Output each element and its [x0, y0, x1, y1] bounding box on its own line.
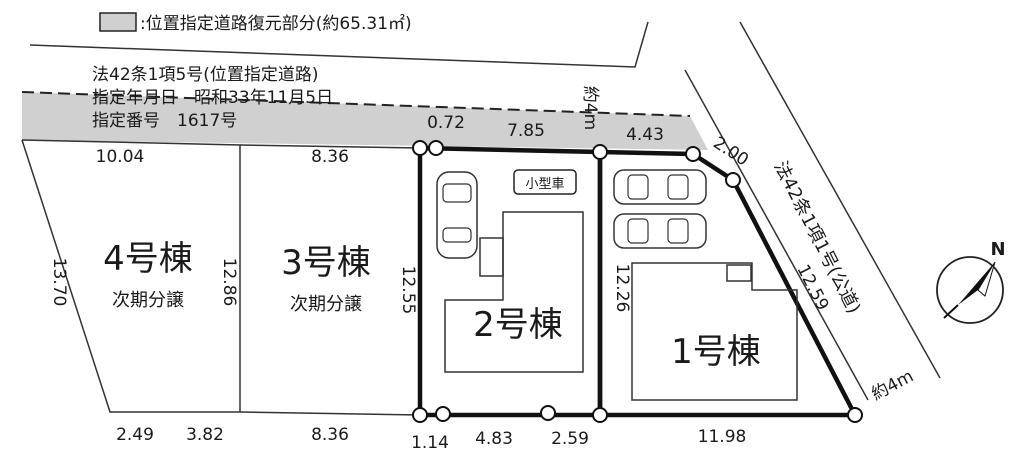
marker — [435, 406, 451, 422]
marker — [725, 172, 741, 188]
dim-top-785: 7.85 — [507, 121, 545, 141]
lot1-building-bay — [726, 264, 752, 282]
public-road-line-left — [684, 69, 869, 401]
boundary-markers — [412, 140, 863, 423]
legend-swatch — [99, 12, 137, 32]
marker — [685, 146, 701, 162]
dim-top-443: 4.43 — [626, 125, 664, 145]
road-width-bottom: 約4m — [868, 366, 917, 404]
north-compass-icon: N — [936, 239, 1006, 324]
marker — [540, 405, 556, 421]
dim-top-lot4: 10.04 — [96, 147, 145, 167]
dim-div-32: 12.55 — [398, 266, 418, 315]
dim-corner-200: 2.00 — [709, 133, 752, 170]
compact-car-badge — [513, 169, 577, 195]
dim-bottom-114: 1.14 — [411, 433, 449, 453]
marker — [428, 140, 444, 156]
lot2-building-footprint — [444, 211, 584, 373]
road-width-top: 約4m — [580, 86, 600, 130]
lot1-name: 1号棟 — [671, 332, 761, 372]
dim-bottom-249: 2.49 — [116, 425, 154, 445]
compass-label: N — [990, 239, 1005, 260]
lot1-building-footprint — [631, 262, 798, 401]
lot4-name: 4号棟 — [103, 239, 193, 279]
dim-top-072: 0.72 — [427, 113, 465, 133]
road-note-3: 指定番号 1617号 — [92, 111, 237, 131]
lot3-name: 3号棟 — [281, 243, 371, 283]
designated-road-dashed-edge — [21, 91, 691, 117]
car-icon-lot1-b — [613, 213, 707, 249]
road-note-2: 指定年月日 昭和33年11月5日 — [92, 88, 333, 108]
dim-bottom-836: 8.36 — [311, 425, 349, 445]
road-note-1: 法42条1項5号(位置指定道路) — [92, 65, 319, 85]
dim-bottom-1198: 11.98 — [698, 427, 747, 447]
lot1-boundary — [597, 149, 859, 418]
compact-car-label: 小型車 — [525, 177, 564, 192]
dim-left-lot4: 13.70 — [49, 258, 69, 307]
designated-road-strip — [22, 92, 708, 150]
dim-bottom-382: 3.82 — [186, 425, 224, 445]
dim-div-43: 12.86 — [219, 258, 239, 307]
marker — [412, 140, 428, 156]
legend-text: :位置指定道路復元部分(約65.31㎡) — [140, 14, 412, 34]
upper-boundary-line — [29, 21, 649, 68]
lot2-building-bay — [479, 237, 504, 277]
lot4-status: 次期分譲 — [112, 290, 184, 311]
dim-bottom-483: 4.83 — [475, 429, 513, 449]
marker — [412, 407, 428, 423]
marker — [847, 407, 863, 423]
car-icon-lot1-a — [613, 169, 707, 205]
dim-div-21: 12.26 — [612, 264, 632, 313]
lot3-status: 次期分譲 — [290, 294, 362, 315]
dim-bottom-259: 2.59 — [551, 429, 589, 449]
dim-top-lot3: 8.36 — [311, 147, 349, 167]
public-road-line-right — [739, 21, 941, 379]
car-icon-lot2 — [436, 171, 478, 259]
lot2-name: 2号棟 — [473, 305, 563, 345]
marker — [592, 144, 608, 160]
marker — [592, 407, 608, 423]
